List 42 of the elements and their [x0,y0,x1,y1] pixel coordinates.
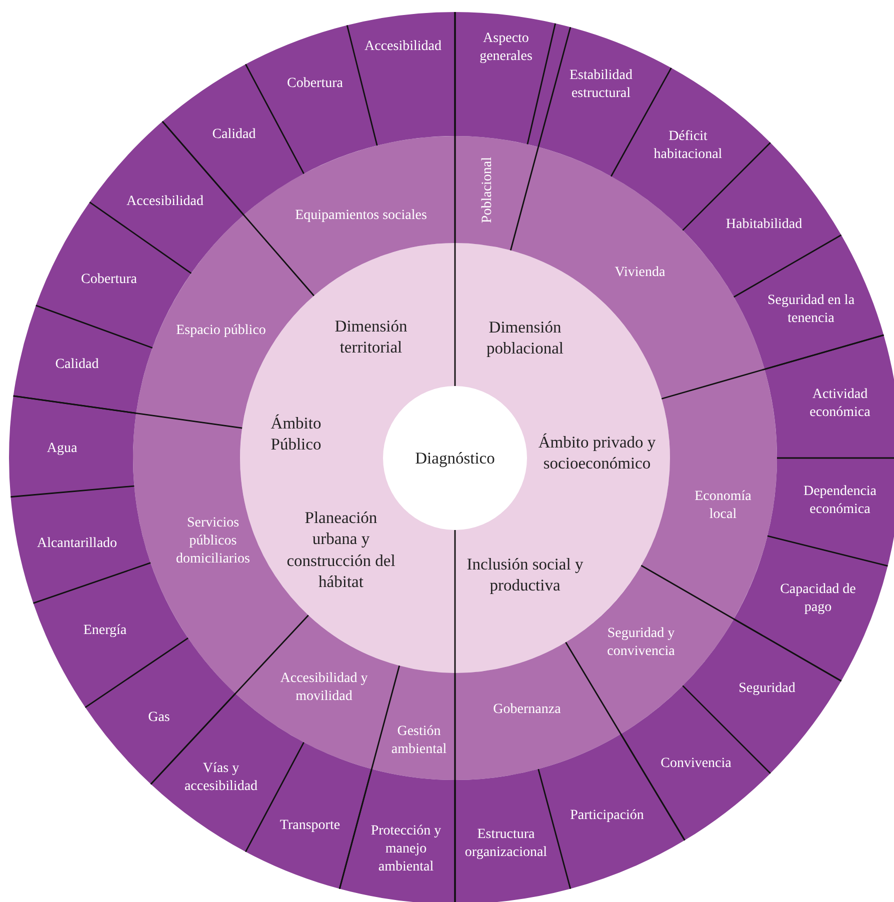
segment-label: Economía local [694,488,752,524]
sector-label: Dimensión territorial [334,316,408,358]
sector-label: Dimensión poblacional [486,316,564,360]
segment-label: Seguridad y convivencia [606,624,676,661]
segment-label: Servicios públicos domiciliarios [175,514,251,570]
segment-label: Energía [82,622,128,640]
segment-label: Habitabilidad [724,216,804,234]
segment-label: Seguridad [738,680,796,698]
segment-label: Estabilidad estructural [568,66,634,103]
sector-label: Inclusión social y productiva [466,554,584,596]
segment-label: Déficit habitacional [652,128,724,164]
segment-label: Dependencia económica [802,482,878,519]
segment-label: Alcantarillado [36,534,118,553]
segment-label: Agua [46,440,78,458]
segment-label: Transporte [278,816,342,835]
segment-label: Poblacional [478,156,496,226]
segment-label: Participación [569,806,645,825]
segment-label: Gas [147,708,171,727]
center-label: Diagnóstico [414,447,496,469]
segment-label: Cobertura [286,74,344,93]
segment-label: Accesibilidad y movilidad [279,670,369,706]
segment-label: Convivencia [660,754,732,773]
segment-label: Protección y manejo ambiental [370,822,442,878]
sector-label: Ámbito Público [270,412,322,456]
segment-label: Actividad económica [808,386,872,422]
segment-label: Espacio público [175,322,267,340]
segment-label: Accesibilidad [364,38,442,56]
segment-label: Gobernanza [492,700,562,719]
segment-label: Aspecto generales [478,30,534,66]
segment-label: Accesibilidad [126,192,204,211]
segment-label: Estructura organizacional [464,826,548,862]
segment-label: Capacidad de pago [779,580,857,617]
segment-label: Vías y accesibilidad [183,760,259,796]
segment-label: Cobertura [80,270,138,289]
segment-label: Calidad [54,356,100,374]
segment-label: Equipamientos sociales [294,206,428,225]
segment-label: Calidad [211,126,257,144]
sector-label: Ámbito privado y socioeconómico [537,432,657,474]
segment-label: Gestión ambiental [390,722,448,759]
segment-label: Vivienda [614,264,666,282]
segment-label: Seguridad en la tenencia [766,292,856,328]
sector-label: Planeación urbana y construcción del hábitat [286,507,396,593]
